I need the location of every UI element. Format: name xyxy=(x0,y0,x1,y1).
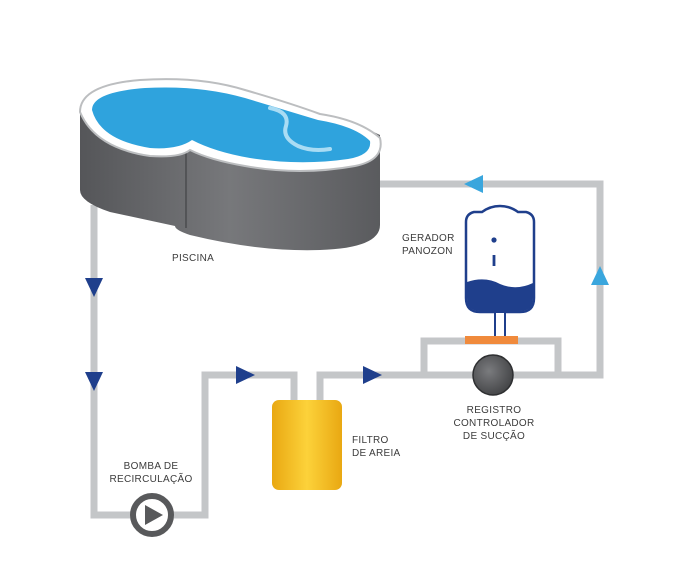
arrow-left-icon xyxy=(464,175,483,193)
filter-label: FILTRO DE AREIA xyxy=(352,435,401,459)
generator-panozon xyxy=(464,204,536,344)
pool-label: PISCINA xyxy=(172,253,215,264)
pool xyxy=(78,78,382,251)
suction-control-valve xyxy=(472,354,514,396)
flow-arrows xyxy=(85,175,609,391)
filter-body xyxy=(272,400,342,490)
generator-indicator-icon xyxy=(491,237,497,243)
valve-body xyxy=(472,354,514,396)
arrow-right-icon xyxy=(236,366,255,384)
recirculation-pump xyxy=(130,493,174,537)
pipe-filter-to-valve xyxy=(316,371,474,400)
arrow-up-icon xyxy=(591,266,609,285)
arrow-right-icon xyxy=(363,366,382,384)
sand-filter xyxy=(272,400,342,490)
generator-stem xyxy=(494,311,506,339)
generator-info-mark xyxy=(492,255,496,266)
pump-label: BOMBA DE RECIRCULAÇÃO xyxy=(109,461,193,485)
pipe-pump-to-filter xyxy=(165,371,298,519)
generator-label: GERADOR PANOZON xyxy=(402,233,455,257)
arrow-down-icon xyxy=(85,372,103,391)
play-icon xyxy=(145,505,163,525)
arrow-down-icon xyxy=(85,278,103,297)
pool-water-reflection xyxy=(268,106,332,152)
pool-water xyxy=(92,87,371,163)
generator-liquid xyxy=(467,279,533,311)
pipe-pool-to-pump xyxy=(90,205,138,519)
generator-connector xyxy=(465,336,518,344)
valve-label: REGISTRO CONTROLADOR DE SUCÇÃO xyxy=(453,405,535,442)
